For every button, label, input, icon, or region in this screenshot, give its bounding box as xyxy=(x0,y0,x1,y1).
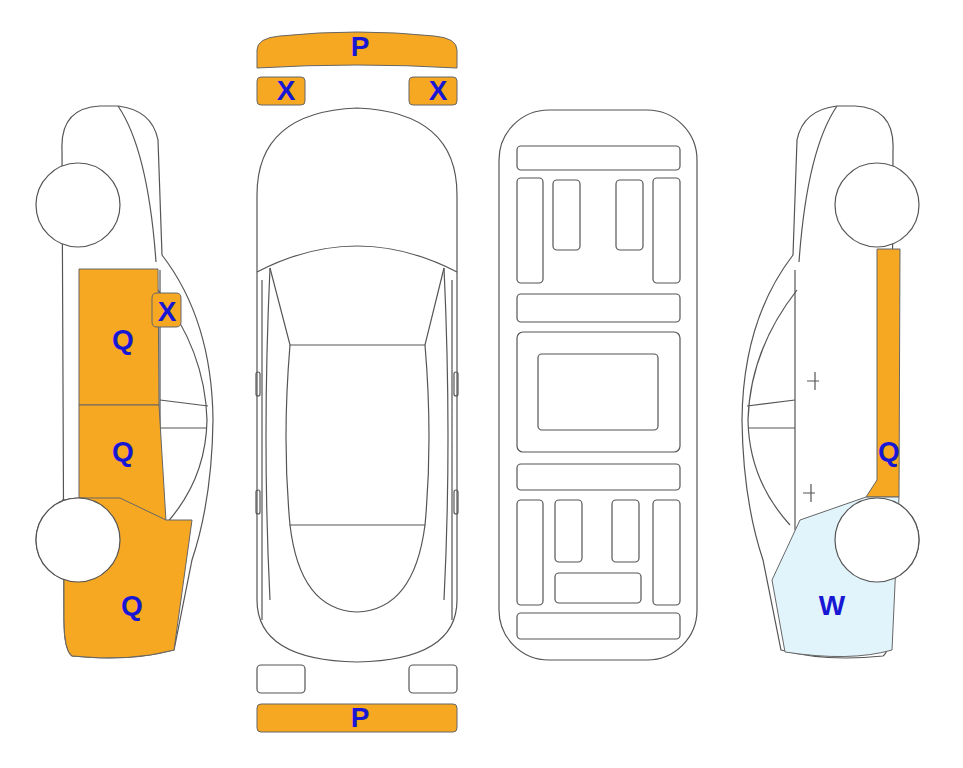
damage-code: X xyxy=(429,77,448,105)
rear-fender-panel: Q xyxy=(66,494,196,664)
right-side-view xyxy=(742,106,919,658)
underbody-view xyxy=(499,110,697,660)
damage-code: X xyxy=(158,298,177,326)
damage-code: Q xyxy=(121,592,143,620)
panel-shape xyxy=(66,494,196,664)
wheel xyxy=(36,498,120,582)
panel-shape xyxy=(762,484,892,664)
front-right-light: X xyxy=(407,75,459,107)
rear-pillar-strip: Q xyxy=(872,246,904,500)
top-view xyxy=(256,108,458,693)
damage-code: P xyxy=(351,33,370,61)
damage-code: Q xyxy=(112,326,134,354)
side-mirror: X xyxy=(150,290,184,330)
damage-code: Q xyxy=(878,438,900,466)
damage-code: X xyxy=(277,77,296,105)
panel-outline xyxy=(409,77,457,105)
damage-code: Q xyxy=(112,438,134,466)
wheel xyxy=(835,498,919,582)
front-door-panel: Q xyxy=(76,266,164,410)
panel-outline xyxy=(257,704,457,732)
panel-outline xyxy=(257,77,305,105)
panel-outline xyxy=(152,293,181,327)
panel-outline xyxy=(866,249,900,497)
left-side-view xyxy=(36,106,213,658)
front-fender-panel: W xyxy=(762,484,892,664)
damage-code: W xyxy=(819,592,845,620)
panel-outline xyxy=(79,269,159,405)
front-left-light: X xyxy=(255,75,307,107)
rear-door-panel: Q xyxy=(76,402,172,526)
damage-code: P xyxy=(351,704,370,732)
rear-bumper: P xyxy=(255,702,459,734)
front-bumper: P xyxy=(254,26,460,74)
panel-outline xyxy=(257,32,457,68)
